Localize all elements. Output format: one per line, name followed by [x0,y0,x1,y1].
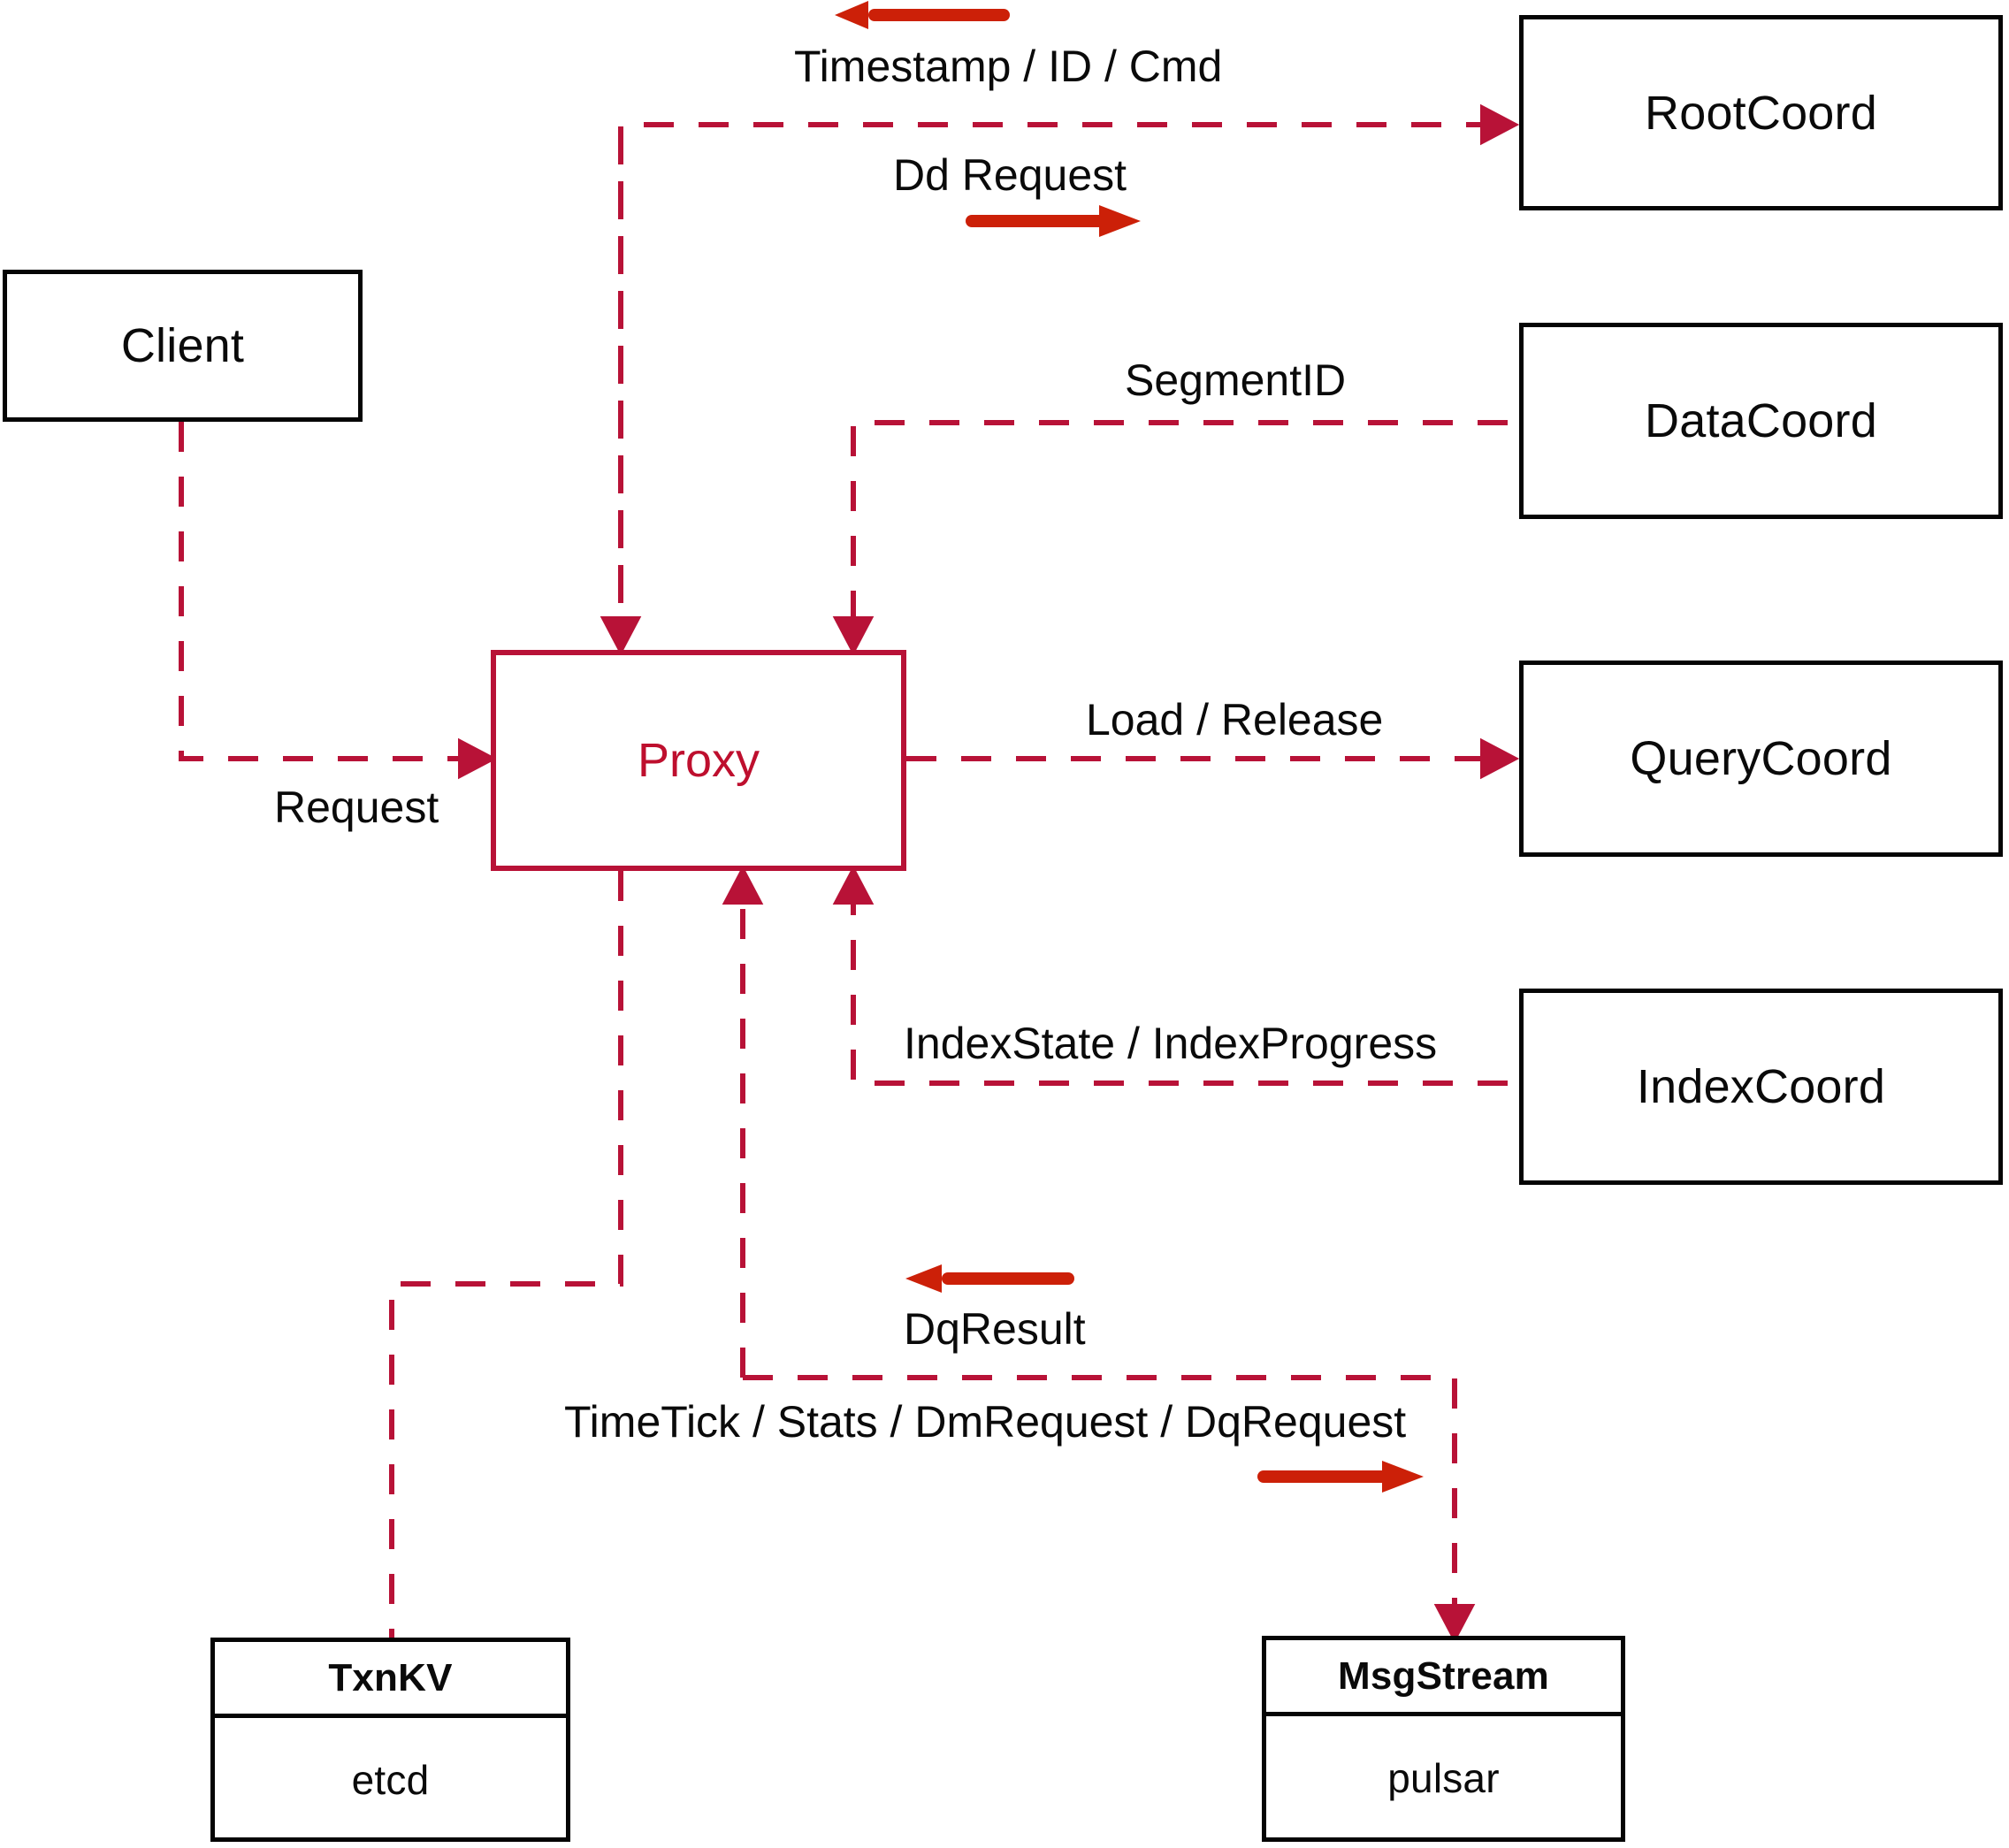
node-txnkv[interactable]: TxnKV etcd [210,1638,570,1842]
arrow-glyph-timetick-right [1257,1461,1424,1493]
node-msgstream[interactable]: MsgStream pulsar [1262,1636,1625,1842]
node-datacoord[interactable]: DataCoord [1519,323,2003,519]
arrow-glyph-timestamp-left [835,1,1010,29]
node-querycoord-label: QueryCoord [1630,732,1892,785]
node-rootcoord-label: RootCoord [1645,86,1877,140]
edge-label-timestamp-id-cmd: Timestamp / ID / Cmd [794,42,1223,91]
edge-label-load-release: Load / Release [1086,695,1384,745]
node-txnkv-label: TxnKV [328,1655,453,1699]
node-txnkv-header: TxnKV [215,1642,566,1718]
node-rootcoord[interactable]: RootCoord [1519,15,2003,210]
node-msgstream-label: MsgStream [1338,1653,1549,1698]
node-proxy[interactable]: Proxy [491,650,906,871]
node-txnkv-impl-label: etcd [351,1757,430,1803]
edge-label-timetick-stats: TimeTick / Stats / DmRequest / DqRequest [564,1397,1407,1447]
node-proxy-label: Proxy [637,734,760,787]
node-indexcoord[interactable]: IndexCoord [1519,989,2003,1185]
edge-proxy-rootcoord [618,103,1520,650]
edge-label-segment-id: SegmentID [1125,355,1347,405]
node-client-label: Client [120,319,245,372]
node-msgstream-header: MsgStream [1266,1640,1621,1716]
node-client[interactable]: Client [3,270,363,422]
edge-datacoord-proxy [832,420,1508,656]
edge-label-request: Request [274,783,439,832]
node-msgstream-body: pulsar [1266,1716,1621,1840]
arrow-glyph-dd-request-right [966,205,1141,237]
node-msgstream-impl-label: pulsar [1387,1755,1500,1801]
node-txnkv-body: etcd [215,1718,566,1842]
node-indexcoord-label: IndexCoord [1636,1060,1886,1113]
edge-label-dd-request: Dd Request [893,150,1127,200]
edge-label-index-state-progress: IndexState / IndexProgress [904,1019,1438,1068]
edge-client-proxy [179,422,498,780]
edge-proxy-txnkv [389,871,623,1638]
node-querycoord[interactable]: QueryCoord [1519,661,2003,857]
arrow-glyph-dqresult-left [905,1264,1074,1293]
edge-label-dq-result: DqResult [904,1304,1086,1354]
node-datacoord-label: DataCoord [1645,394,1877,447]
